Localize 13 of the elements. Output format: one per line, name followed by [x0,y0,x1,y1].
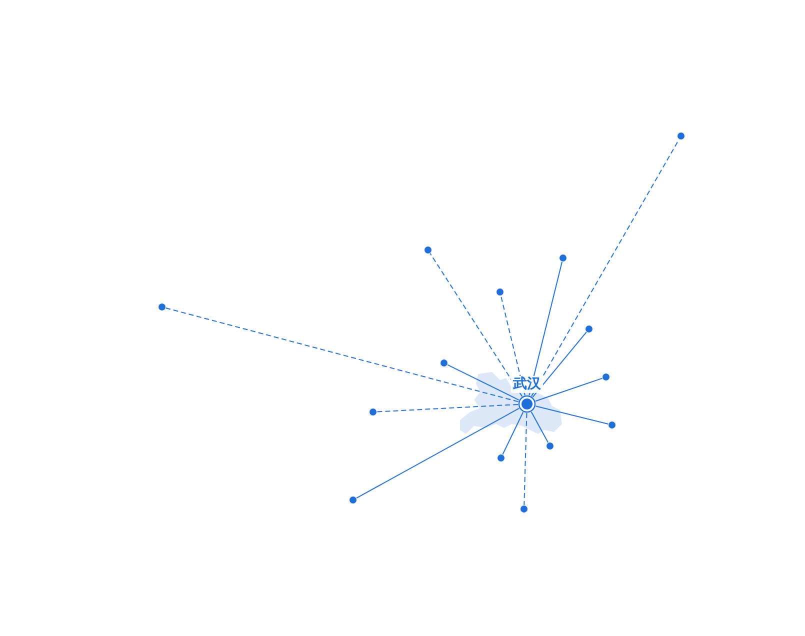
connector-line [535,378,603,402]
connector-line [532,332,587,398]
connector-line [430,252,523,397]
connector-line [530,411,549,443]
connector-line [447,364,520,401]
connector-line [356,408,520,499]
connector-line [535,406,609,425]
city-label: 武汉 [511,376,543,393]
connector-line [502,412,524,455]
connector-line [500,295,526,396]
connector-line [524,412,528,506]
connector-line [165,308,519,402]
connector-line [376,404,518,412]
